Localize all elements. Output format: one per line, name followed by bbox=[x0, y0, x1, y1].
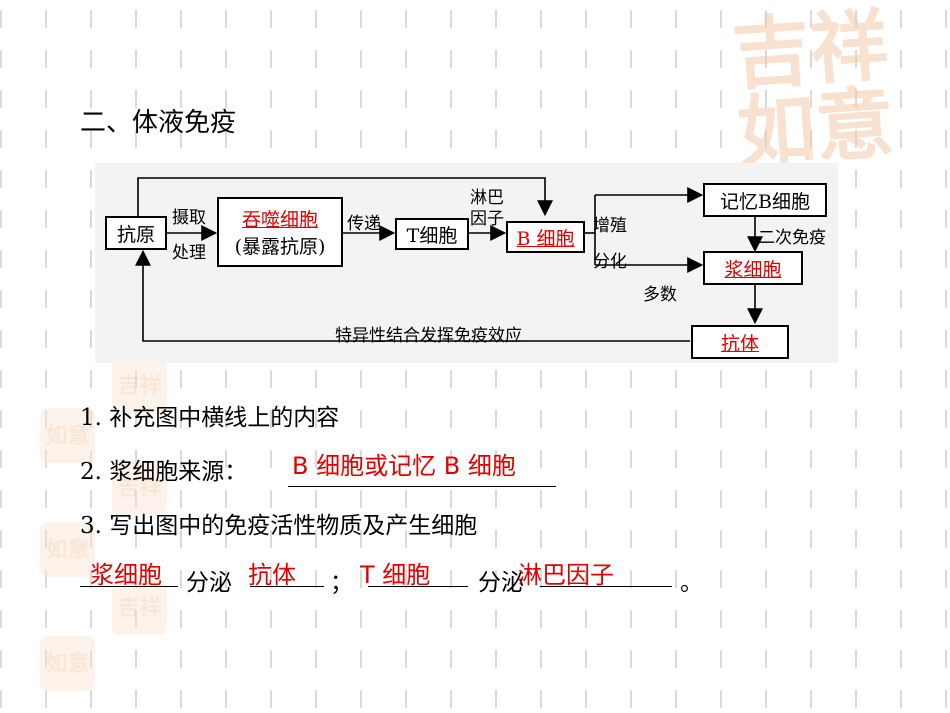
small-seal-logo: 吉祥 bbox=[112, 358, 167, 413]
q3-answer-plasma-cell: 浆细胞 bbox=[90, 561, 162, 589]
plasma-cell-box: 浆细胞 bbox=[703, 251, 803, 285]
answer-line bbox=[288, 486, 556, 487]
q3-answer-antibody: 抗体 bbox=[248, 561, 296, 589]
process-label: 处理 bbox=[172, 243, 206, 263]
question-2-answer: B 细胞或记忆 B 细胞 bbox=[292, 452, 516, 480]
secrete-label: 分泌 bbox=[478, 570, 524, 596]
phagocyte-box: 吞噬细胞 (暴露抗原) bbox=[217, 197, 343, 267]
second-immune-label: 二次免疫 bbox=[758, 228, 826, 248]
secrete-label: 分泌 bbox=[186, 570, 232, 596]
answer-line bbox=[250, 586, 324, 587]
separator: ； bbox=[330, 570, 353, 596]
b-cell-box: B 细胞 bbox=[506, 221, 585, 253]
question-3: 3. 写出图中的免疫活性物质及产生细胞 bbox=[80, 513, 478, 539]
small-seal-logo: 如意 bbox=[40, 636, 95, 691]
sentence-end: 。 bbox=[680, 570, 703, 596]
auspicious-seal-logo: 吉祥如意 bbox=[729, 0, 897, 179]
antibody-box: 抗体 bbox=[691, 325, 789, 359]
capture-label: 摄取 bbox=[172, 208, 206, 228]
majority-label: 多数 bbox=[643, 285, 677, 305]
section-heading: 二、体液免疫 bbox=[80, 108, 237, 138]
small-seal-logo: 吉祥 bbox=[112, 580, 167, 635]
lymph-label-1: 淋巴 bbox=[470, 188, 504, 208]
memory-b-cell-box: 记忆B细胞 bbox=[703, 183, 827, 217]
question-1: 1. 补充图中横线上的内容 bbox=[80, 405, 340, 431]
answer-line bbox=[80, 586, 178, 587]
specific-binding-label: 特异性结合发挥免疫效应 bbox=[335, 326, 522, 346]
humoral-immunity-diagram: 抗原 摄取 处理 吞噬细胞 (暴露抗原) 传递 T细胞 淋巴 因子 B 细胞 增… bbox=[95, 163, 838, 363]
small-seal-logo: 如意 bbox=[40, 408, 95, 463]
diagram-arrows bbox=[135, 177, 763, 342]
transmit-label: 传递 bbox=[347, 214, 381, 234]
q3-answer-lymphokine: 淋巴因子 bbox=[518, 561, 614, 589]
q3-answer-t-cell: T 细胞 bbox=[360, 561, 431, 589]
small-seal-logo: 吉祥 bbox=[112, 460, 167, 515]
proliferate-label: 增殖 bbox=[593, 216, 627, 236]
question-2-prefix: 2. 浆细胞来源： bbox=[80, 459, 248, 485]
lymph-label-2: 因子 bbox=[470, 209, 504, 229]
differentiate-label: 分化 bbox=[593, 252, 627, 272]
antigen-box: 抗原 bbox=[105, 216, 167, 250]
answer-line bbox=[540, 586, 672, 587]
answer-line bbox=[368, 586, 468, 587]
expose-antigen-label: (暴露抗原) bbox=[234, 236, 326, 258]
t-cell-box: T细胞 bbox=[395, 218, 469, 250]
small-seal-logo: 如意 bbox=[40, 522, 95, 577]
phagocyte-answer: 吞噬细胞 bbox=[241, 209, 318, 231]
